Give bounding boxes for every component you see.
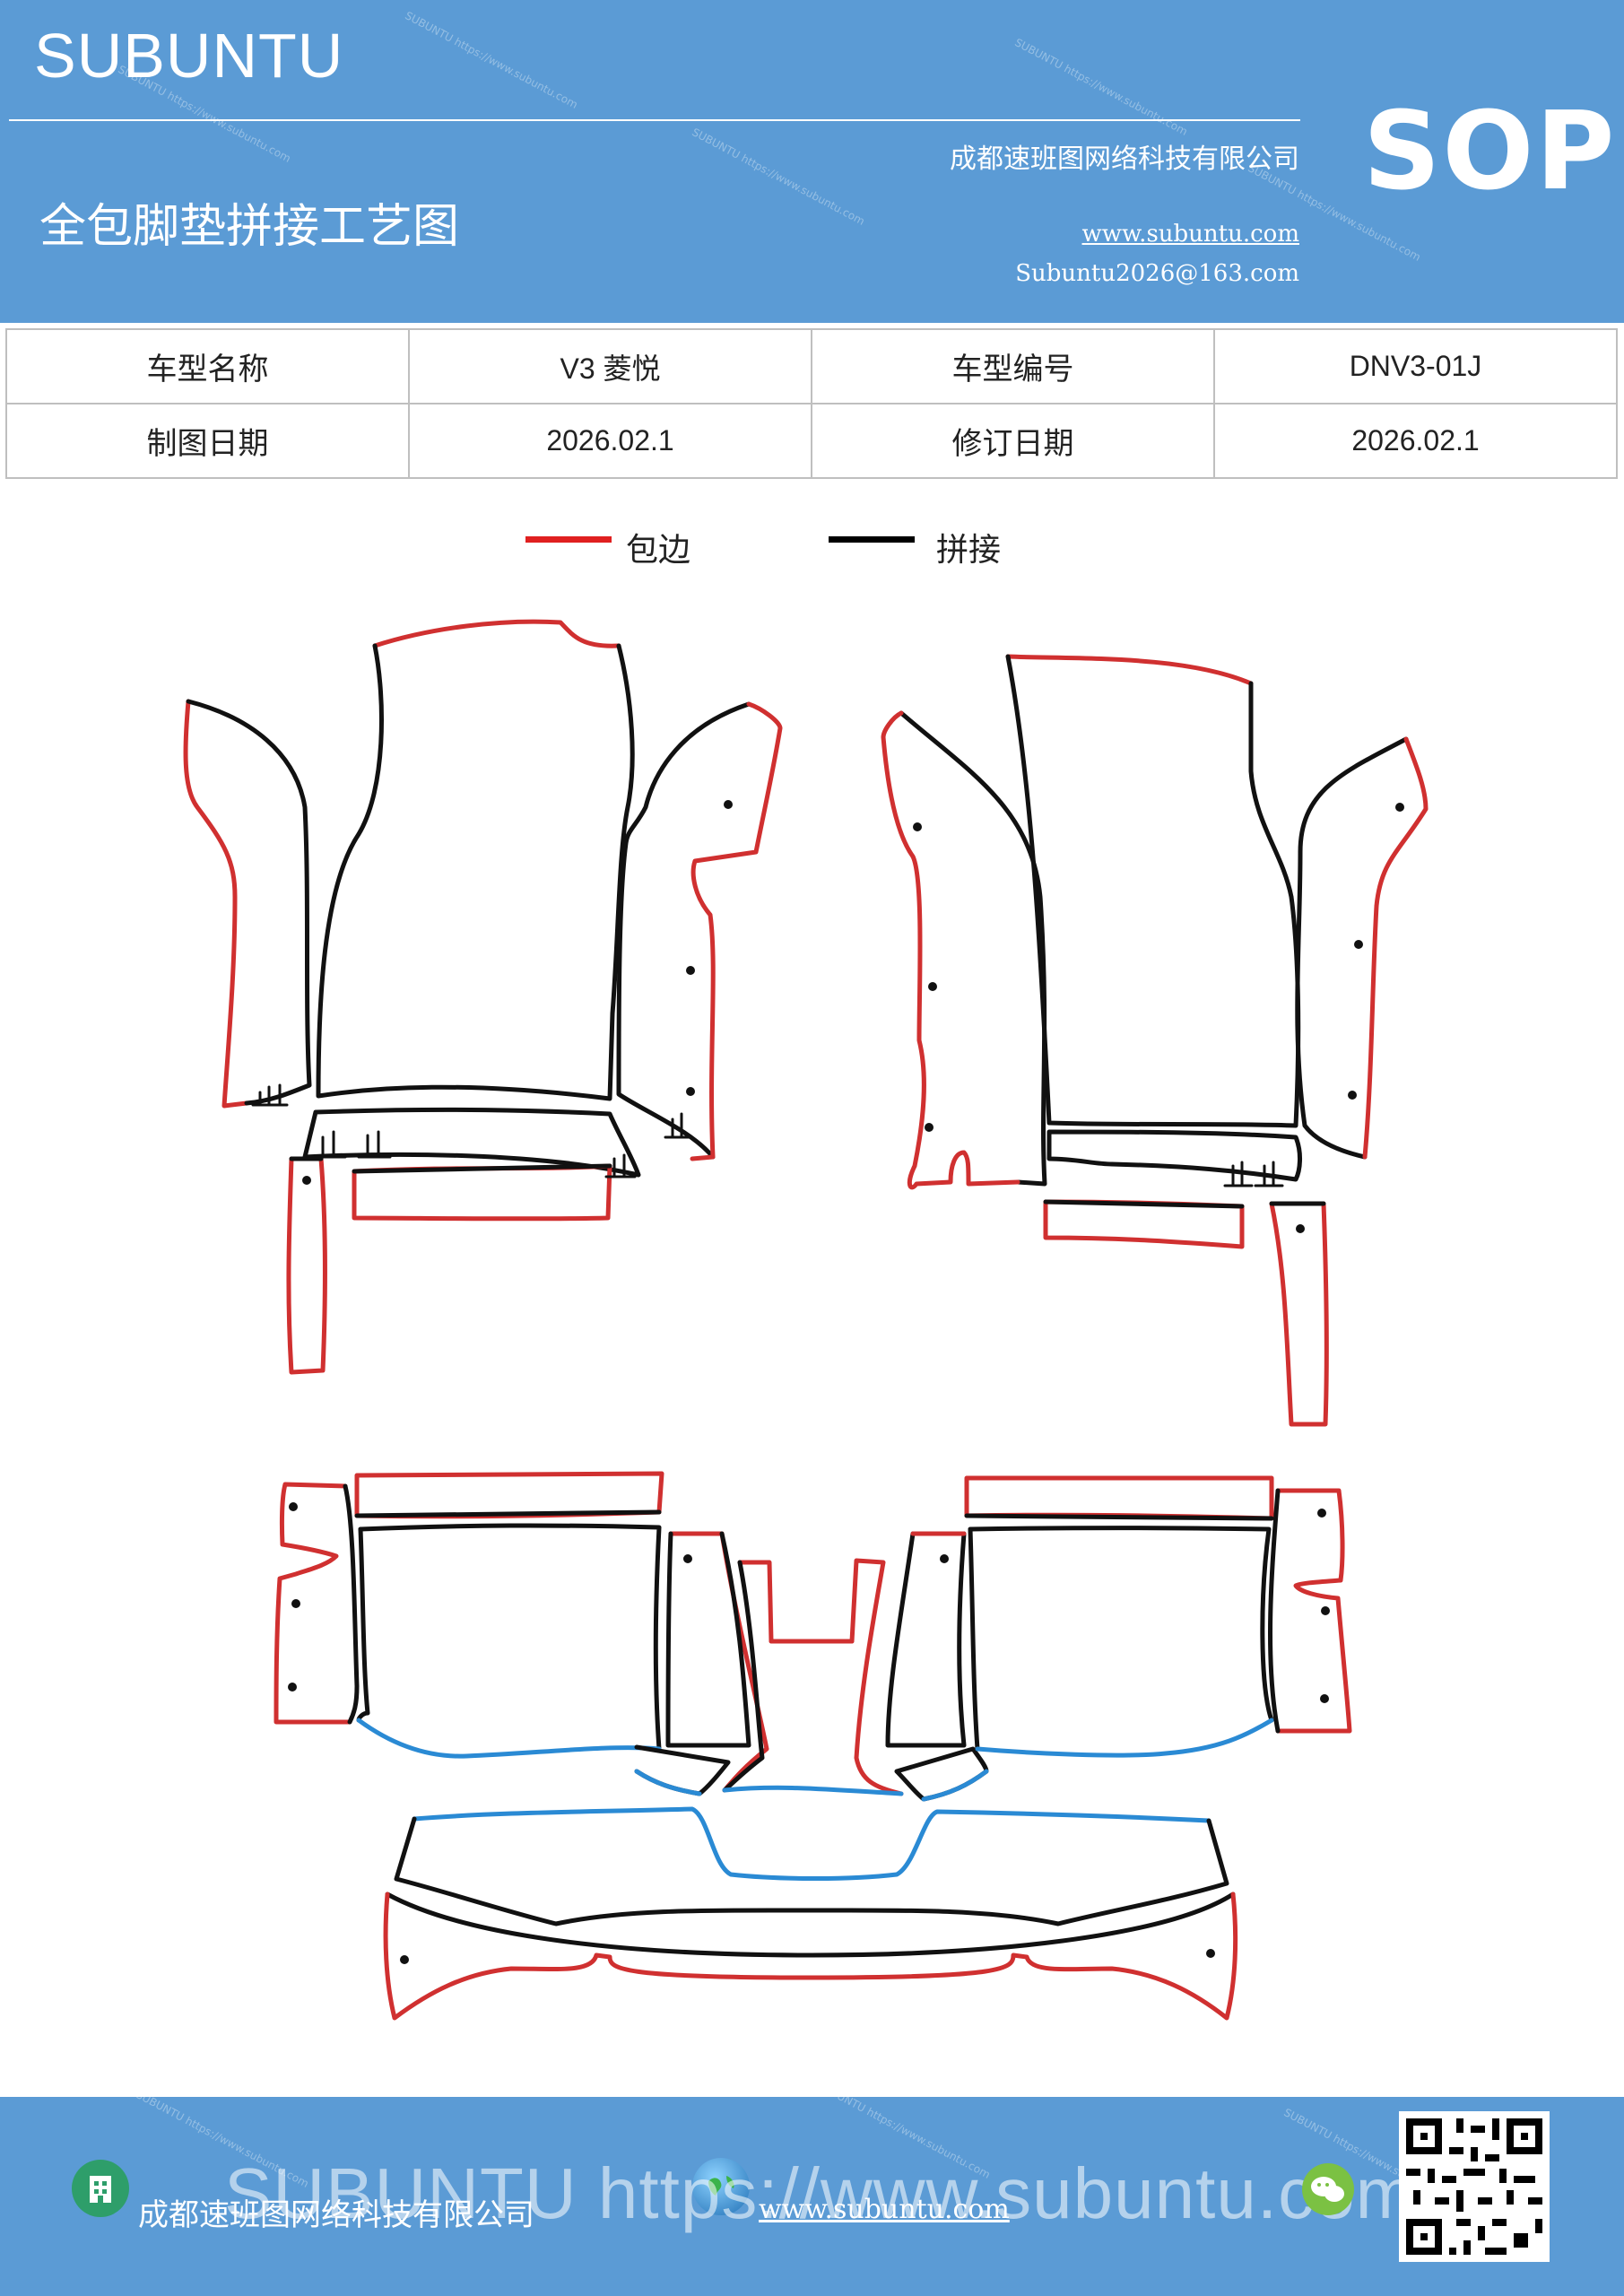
front-left-mats [183,619,783,1375]
page-title: 全包脚垫拼接工艺图 [39,200,460,254]
label-model-name: 车型名称 [5,328,410,404]
value-model-code: DNV3-01J [1213,328,1618,404]
table-row: 制图日期 2026.02.1 修订日期 2026.02.1 [5,403,1618,479]
website-link[interactable]: www.subuntu.com [1081,221,1300,248]
building-icon [72,2160,129,2217]
value-model-name: V3 菱悦 [408,328,812,404]
footer-company-name: 成都速班图网络科技有限公司 [138,2197,534,2233]
front-right-mats [881,654,1429,1427]
legend-label: 拼接 [936,532,1002,569]
wechat-icon [1302,2163,1354,2215]
sop-badge: SOP [1363,90,1617,214]
rear-mats [274,1471,1352,2021]
header-divider [9,119,1300,121]
legend-swatch-black [829,536,915,543]
footer-banner: SUBUNTU https://www.subuntu.com SUBUNTU … [0,2079,1624,2296]
legend-swatch-red [525,536,612,543]
email-address: Subuntu2026@163.com [1015,260,1299,287]
legend-item-seam: 拼接 [829,524,1008,570]
globe-icon [692,2158,750,2215]
footer-website-link[interactable]: www.subuntu.com [759,2194,1010,2225]
header-banner: SUBUNTU https://www.subuntu.com SUBUNTU … [0,0,1624,323]
brand-logo-text: SUBUNTU [34,21,344,91]
table-row: 车型名称 V3 菱悦 车型编号 DNV3-01J [5,328,1618,404]
legend-item-binding: 包边 [525,524,705,570]
value-revision-date: 2026.02.1 [1213,403,1618,479]
qr-code [1399,2111,1550,2262]
label-draw-date: 制图日期 [5,403,410,479]
value-draw-date: 2026.02.1 [408,403,812,479]
footer-overlay-text: SUBUNTU https://www.subuntu.com [224,2153,1417,2233]
company-name: 成都速班图网络科技有限公司 [950,144,1299,175]
label-model-code: 车型编号 [811,328,1215,404]
label-revision-date: 修订日期 [811,403,1215,479]
legend-label: 包边 [626,532,691,569]
vehicle-info-table: 车型名称 V3 菱悦 车型编号 DNV3-01J 制图日期 2026.02.1 … [5,328,1618,479]
